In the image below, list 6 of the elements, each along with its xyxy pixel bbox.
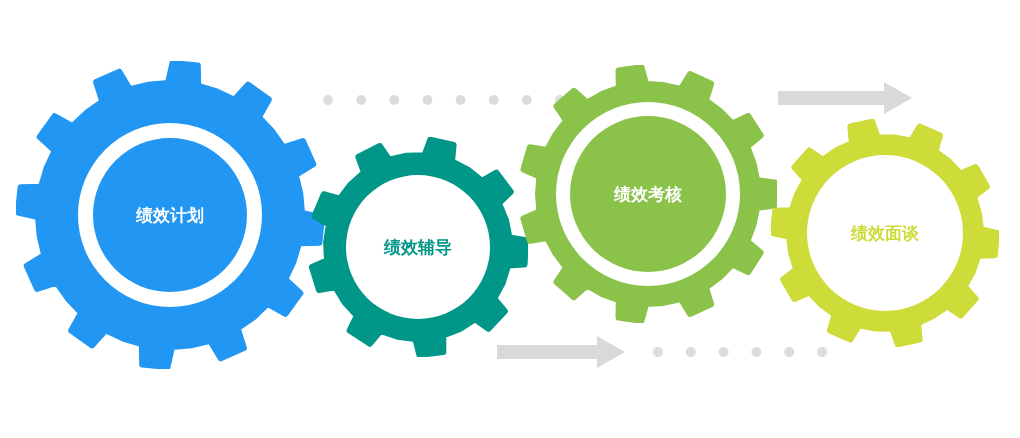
block-arrow	[778, 82, 912, 114]
gear-label: 绩效面谈	[851, 221, 919, 245]
gear-label: 绩效考核	[614, 182, 682, 206]
gear-label: 绩效辅导	[384, 235, 452, 259]
block-arrow	[497, 336, 625, 368]
gear-label: 绩效计划	[136, 203, 204, 227]
